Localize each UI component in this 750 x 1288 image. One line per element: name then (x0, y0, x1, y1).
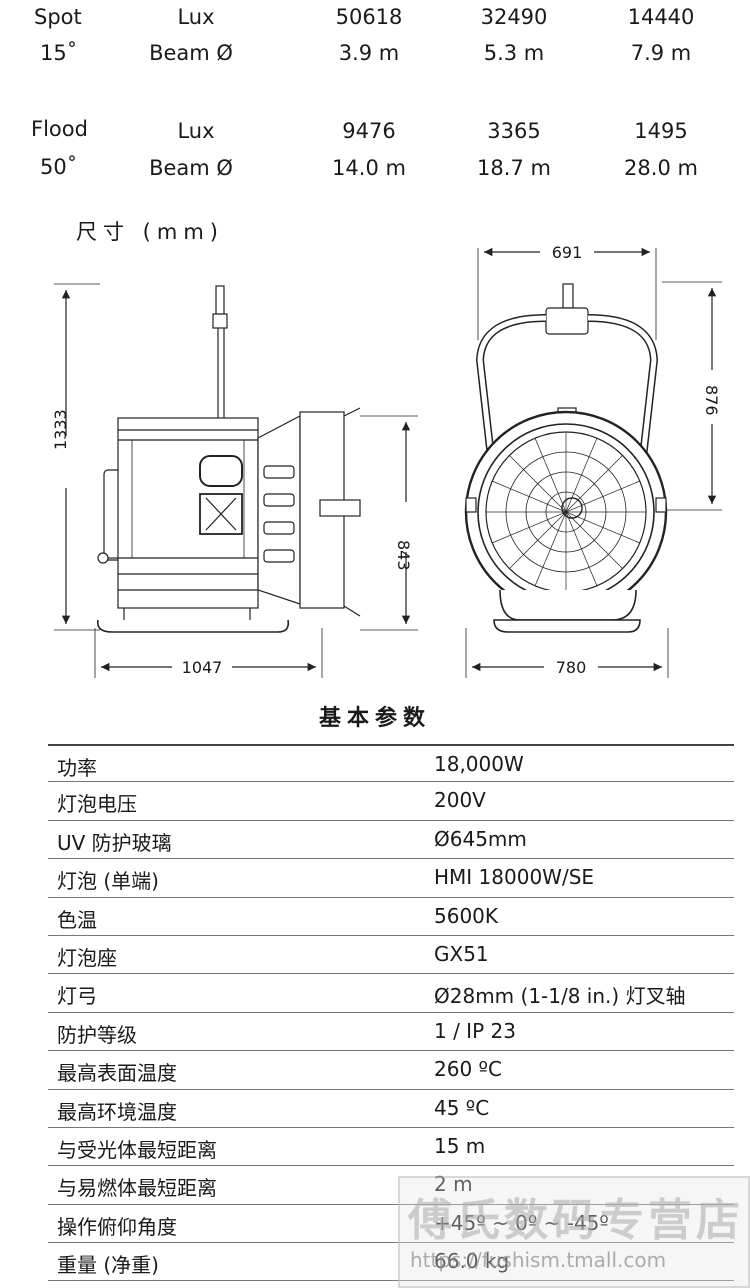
store-watermark: 傅氏数码专营店 https://fushism.tmall.com (398, 1176, 750, 1288)
spec-key: 灯泡电压 (57, 792, 137, 817)
spot-beam-3: 7.9 m (630, 41, 692, 65)
flood-mode: Flood (31, 117, 88, 141)
watermark-url: https://fushism.tmall.com (410, 1248, 667, 1272)
spot-lux-2: 32490 (480, 5, 548, 29)
side-view (54, 283, 418, 678)
spot-beam-2: 5.3 m (483, 41, 545, 65)
spec-value: 5600K (434, 903, 499, 928)
spec-key: 最高表面温度 (57, 1061, 177, 1086)
dim-width-body: 780 (555, 658, 587, 677)
spec-key: 重量 (57, 1253, 97, 1278)
dim-width-yoke: 691 (551, 243, 583, 262)
spot-lux-1: 50618 (335, 5, 403, 29)
front-view (464, 247, 722, 678)
spec-row: 灯泡 (单端) HMI 18000W/SE (48, 859, 734, 898)
specs-table: 功率 18,000W 灯泡电压 200V UV 防护玻璃 Ø645mm 灯泡 (… (48, 744, 734, 1282)
spec-value: 18,000W (434, 752, 524, 776)
photometric-table: Spot Lux 50618 32490 14440 15˚ Beam Ø 3.… (0, 0, 750, 240)
flood-angle: 50˚ (40, 155, 78, 179)
specs-title: 基本参数 (318, 706, 431, 731)
flood-beam-2: 18.7 m (477, 156, 551, 180)
spec-row: 灯泡电压 200V (48, 782, 734, 821)
spec-key-group: 灯泡 (单端) (57, 865, 159, 894)
spec-key: 与易燃体最短距离 (57, 1176, 217, 1201)
spec-value: Ø28mm (434, 984, 515, 1009)
spec-value: HMI 18000W/SE (434, 865, 595, 890)
spot-beam-label: Beam Ø (149, 41, 233, 65)
spec-value: Ø645mm (434, 826, 527, 851)
spec-row: 最高环境温度 45 ºC (48, 1090, 734, 1128)
spec-value: +45º ~ 0º ~ -45º (434, 1210, 609, 1235)
spec-key: 灯弓 (57, 984, 97, 1009)
spec-value: GX51 (434, 941, 489, 966)
spot-angle: 15˚ (40, 41, 78, 65)
spot-beam-1: 3.9 m (338, 41, 400, 65)
dim-length: 1047 (181, 658, 223, 677)
watermark-store-name: 傅氏数码专营店 (408, 1195, 744, 1246)
flood-beam-1: 14.0 m (332, 156, 406, 180)
spec-row: 重量 (净重) 66.0 kg (48, 1243, 734, 1282)
spec-row: 与受光体最短距离 15 m (48, 1128, 734, 1167)
spec-key: 灯泡 (57, 869, 97, 894)
spec-value: 200V (434, 788, 486, 813)
spec-row: 与易燃体最短距离 2 m (48, 1166, 734, 1205)
spec-key: 防护等级 (57, 1022, 137, 1047)
spec-key: UV 防护玻璃 (57, 830, 172, 855)
spec-value: 66.0 kg (434, 1249, 510, 1274)
spec-key-group: 重量 (净重) (57, 1249, 159, 1278)
dim-height-total: 1333 (51, 409, 70, 450)
flood-lux-3: 1495 (634, 119, 688, 143)
spec-key-note: (净重) (103, 1253, 159, 1278)
dim-yoke-height: 876 (702, 385, 721, 416)
spec-value: 2 m (434, 1172, 473, 1197)
fixture-dimension-drawing (54, 247, 722, 678)
spot-lux-3: 14440 (627, 5, 695, 29)
spec-key-note: (单端) (103, 869, 159, 894)
spec-row: 操作俯仰角度 +45º ~ 0º ~ -45º (48, 1205, 734, 1244)
spot-mode: Spot (34, 5, 82, 29)
spec-key: 最高环境温度 (57, 1099, 177, 1124)
spec-value-note: (1-1/8 in.) (520, 984, 620, 1009)
spec-key: 操作俯仰角度 (57, 1214, 177, 1239)
flood-lux-label: Lux (177, 119, 215, 143)
spec-value: 45 ºC (434, 1095, 490, 1120)
spec-row: 防护等级 1 / IP 23 (48, 1013, 734, 1052)
spec-row: 最高表面温度 260 ºC (48, 1051, 734, 1090)
spec-key: 与受光体最短距离 (57, 1137, 217, 1162)
spec-key: 色温 (57, 907, 97, 932)
spec-value: 260 ºC (434, 1057, 502, 1082)
spec-value: 1 / IP 23 (434, 1018, 516, 1043)
spec-row: 功率 18,000W (48, 744, 734, 783)
flood-beam-3: 28.0 m (624, 156, 698, 180)
spot-lux-label: Lux (177, 5, 215, 29)
flood-lux-2: 3365 (487, 119, 541, 143)
flood-lux-1: 9476 (342, 119, 396, 143)
spec-value: 15 m (434, 1133, 486, 1158)
dimensions-title: 尺寸 (mm) (76, 220, 224, 244)
flood-beam-label: Beam Ø (149, 156, 233, 180)
spec-row: UV 防护玻璃 Ø645mm (48, 821, 734, 860)
spec-key: 灯泡座 (57, 945, 117, 970)
spec-key: 功率 (57, 756, 97, 780)
spec-value-suffix: 灯叉轴 (625, 984, 686, 1009)
spec-row: 灯泡座 GX51 (48, 936, 734, 975)
spec-row: 色温 5600K (48, 898, 734, 936)
spec-row: 灯弓 Ø28mm (1-1/8 in.) 灯叉轴 (48, 974, 734, 1013)
dim-height-body: 843 (394, 540, 413, 571)
spec-value-group: Ø28mm (1-1/8 in.) 灯叉轴 (434, 980, 686, 1009)
